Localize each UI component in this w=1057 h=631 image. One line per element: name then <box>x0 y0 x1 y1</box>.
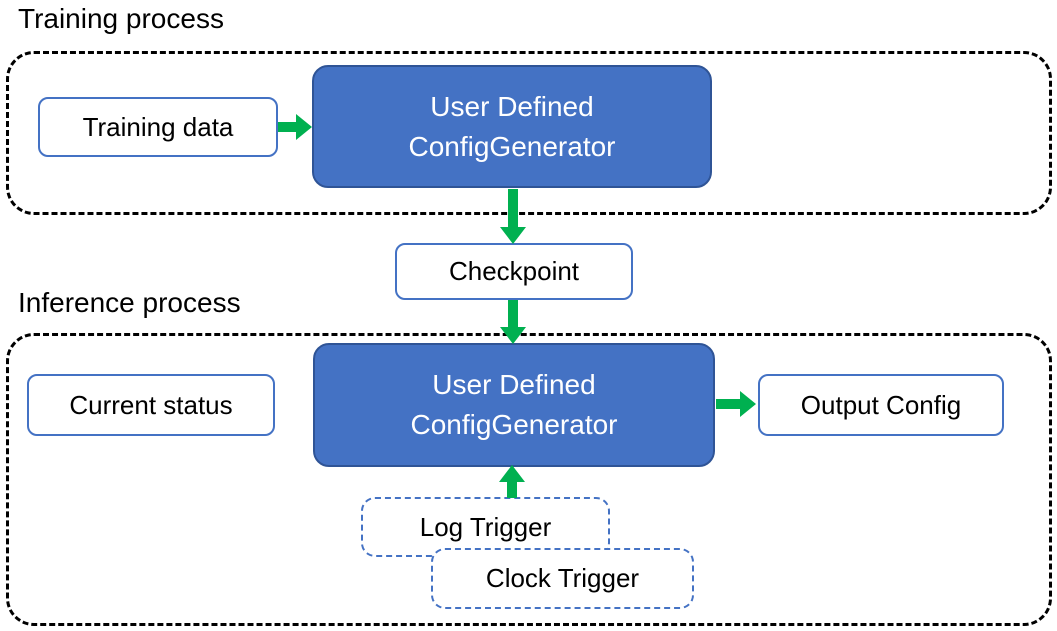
training-process-label: Training process <box>18 3 224 34</box>
output-config-box: Output Config <box>758 374 1004 436</box>
log-trigger-box: Log Trigger <box>361 497 610 557</box>
training-data-box: Training data <box>38 97 278 157</box>
inference-config-generator-node: User Defined ConfigGenerator <box>313 343 715 467</box>
checkpoint-box: Checkpoint <box>395 243 633 300</box>
inference-process-label: Inference process <box>18 287 241 318</box>
current-status-box: Current status <box>27 374 275 436</box>
training-config-generator-node: User Defined ConfigGenerator <box>312 65 712 188</box>
inference-node-line2: ConfigGenerator <box>410 409 618 440</box>
training-node-line1: User Defined <box>430 90 594 122</box>
inference-process-container <box>6 333 1052 626</box>
clock-trigger-box: Clock Trigger <box>431 548 694 609</box>
training-node-line2: ConfigGenerator <box>408 130 616 162</box>
inference-node-line1: User Defined <box>432 369 596 401</box>
training-process-container <box>6 51 1052 215</box>
